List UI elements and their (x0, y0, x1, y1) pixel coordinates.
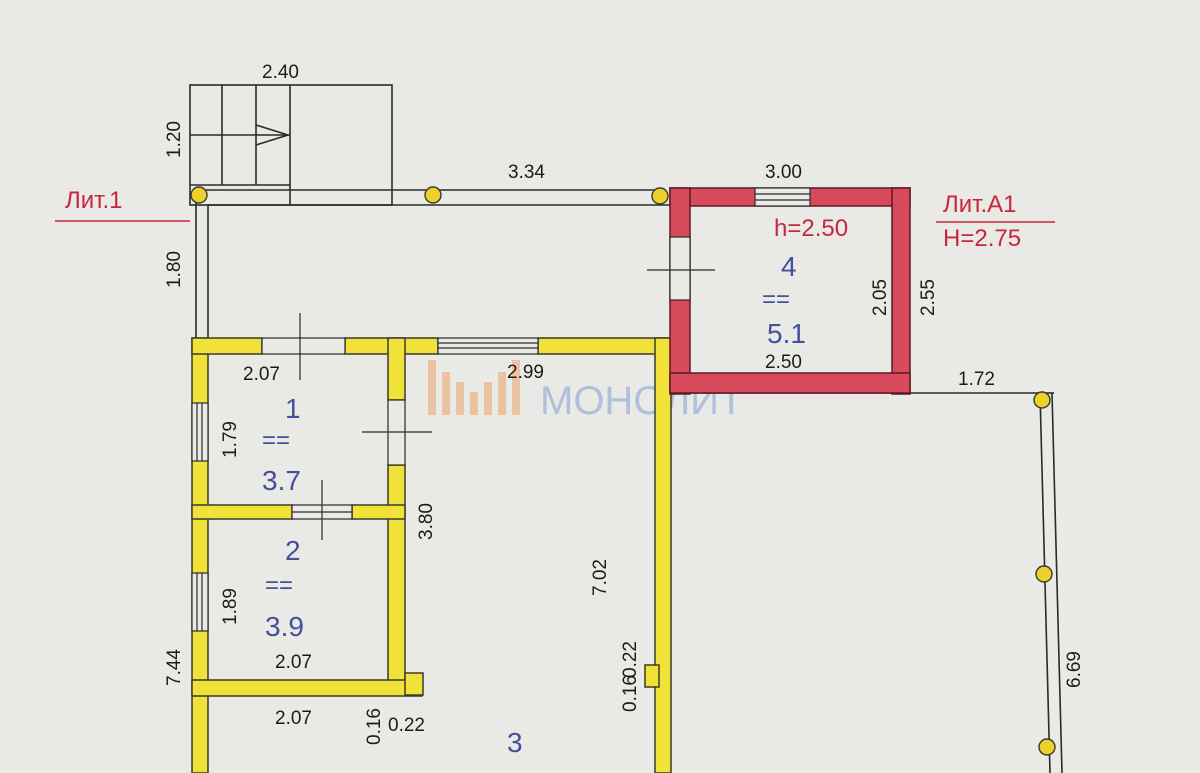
stair-arrow-icon (255, 124, 291, 146)
room3-number: 3 (507, 727, 523, 758)
pillar-dot (190, 186, 208, 204)
litA1-label: Лит.А1 (943, 191, 1017, 218)
window-left-room2 (191, 572, 209, 632)
dim-total-left-height: 7.44 (164, 649, 185, 686)
dim-stair-depth: 1.20 (164, 121, 185, 158)
pillar-b (644, 664, 660, 688)
watermark: МОНОЛИТ (428, 360, 743, 423)
dim-rooms-left-height: 3.80 (416, 503, 437, 540)
wall-right (654, 337, 672, 773)
room1-eq: == (262, 427, 290, 454)
pillar-a (404, 672, 424, 696)
room1-number: 1 (285, 393, 301, 424)
dim-pillar-b-2: 0.16 (620, 675, 641, 712)
room4-number: 4 (781, 251, 797, 282)
room2-eq: == (265, 572, 293, 599)
dim-room4-outer: 2.55 (918, 279, 939, 316)
pillars (190, 186, 1056, 756)
lit1-label: Лит.1 (65, 187, 123, 214)
openings (191, 313, 539, 632)
dim-room1-height: 1.79 (220, 421, 241, 458)
dim-stair-width: 2.40 (262, 62, 299, 83)
pillar-dot (424, 186, 442, 204)
dimension-labels: 2.40 3.34 3.00 2.50 1.72 2.07 2.99 2.07 … (164, 62, 1085, 745)
dim-porch-left: 1.80 (164, 251, 185, 288)
watermark-logo-icon (428, 360, 520, 415)
room2-number: 2 (285, 535, 301, 566)
pillar-dot (1035, 565, 1053, 583)
dim-room3-width: 2.99 (507, 362, 544, 383)
room1-area: 3.7 (262, 465, 301, 496)
door-room4 (669, 236, 691, 301)
room4-height: h=2.50 (774, 215, 848, 242)
dim-room4-top: 3.00 (765, 162, 802, 183)
window-room3 (437, 337, 539, 355)
dim-room2-width: 2.07 (275, 652, 312, 673)
dim-right-side: 6.69 (1064, 651, 1085, 688)
dim-room1-width: 2.07 (243, 364, 280, 385)
dim-pillar-a-2: 0.22 (388, 715, 425, 736)
window-room4 (754, 187, 811, 207)
dim-room4-inner: 2.05 (870, 279, 891, 316)
dim-pillar-a-1: 0.16 (364, 708, 385, 745)
window-left-room1 (191, 402, 209, 462)
room-labels: 1 == 3.7 2 == 3.9 3 4 == 5.1 (262, 251, 806, 758)
wall-room1-bottom (191, 504, 293, 520)
pillar-dot (1038, 738, 1056, 756)
dim-porch-width: 3.34 (508, 162, 545, 183)
wall-room1-bottom-r (351, 504, 406, 520)
wall-room2-bottom (191, 679, 423, 697)
wall-partition-lower (387, 464, 406, 691)
pillar-dot (651, 187, 669, 205)
dim-pillar-b-1: 0.22 (620, 641, 641, 678)
dim-right-extension: 1.72 (958, 369, 995, 390)
room4-area: 5.1 (767, 318, 806, 349)
pillar-dot (1033, 391, 1051, 409)
room2-area: 3.9 (265, 611, 304, 642)
dim-bottom-room-width: 2.07 (275, 708, 312, 729)
dim-room2-height: 1.89 (220, 588, 241, 625)
wall-top-right (537, 337, 672, 355)
dim-room3-length: 7.02 (590, 559, 611, 596)
window-room1 (261, 337, 346, 355)
wall-top-left (191, 337, 263, 355)
litA1-height: H=2.75 (943, 225, 1021, 252)
wall-partition-upper (387, 337, 406, 401)
dim-room4-bottom: 2.50 (765, 352, 802, 373)
staircase (189, 84, 393, 206)
lit-labels: Лит.1 Лит.А1 H=2.75 h=2.50 (55, 187, 1055, 252)
room4-eq: == (762, 286, 790, 313)
red-openings (647, 187, 811, 301)
